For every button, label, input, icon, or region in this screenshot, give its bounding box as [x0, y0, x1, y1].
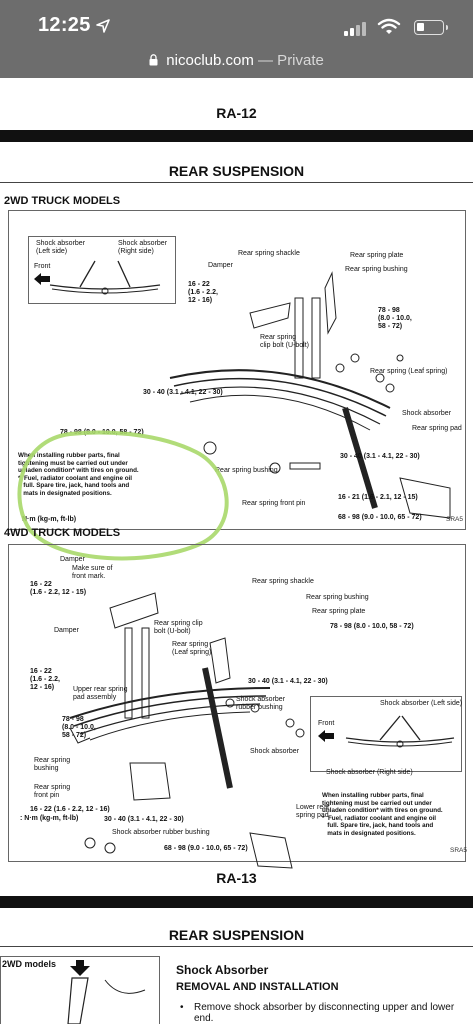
inset-frame-4wd — [310, 696, 462, 772]
label-damper-4wd: Damper — [54, 627, 79, 634]
label-shackle-4wd: Rear spring shackle — [252, 578, 314, 585]
label-rear-spring-bushing-low: Rear spring bushing — [215, 467, 278, 474]
cellular-signal-icon — [344, 22, 366, 36]
address-bar[interactable]: nicoclub.com — Private — [0, 46, 473, 78]
label-leaf-spring-4wd: Rear spring (Leaf spring) — [172, 641, 212, 656]
label-shock-absorber: Shock absorber — [402, 410, 452, 417]
label-rear-spring-plate: Rear spring plate — [350, 252, 404, 259]
title-rule-2 — [0, 946, 473, 947]
label-bushing-4wd: Rear spring bushing — [306, 594, 369, 601]
heading-removal-installation: REMOVAL AND INSTALLATION — [176, 981, 339, 993]
page-divider-bar-2 — [0, 896, 473, 908]
torque-4wd-2: 78 - 98 (8.0 - 10.0, 58 - 72) — [330, 623, 414, 630]
figure-code-2wd: SRA5 — [446, 516, 463, 523]
label-shock-left-4wd: Shock absorber (Left side) — [380, 700, 463, 707]
label-upper-pad: Upper rear spring pad assembly — [73, 686, 128, 701]
private-mode-label: — Private — [258, 52, 324, 69]
diagram-frame-2wd — [8, 210, 466, 530]
label-lower-pad: Lower rear spring pad — [296, 804, 330, 819]
lock-icon — [149, 54, 158, 66]
section-title-2: REAR SUSPENSION — [168, 927, 305, 943]
label-shock-bushing-low: Shock absorber rubber bushing — [112, 829, 210, 836]
section-title: REAR SUSPENSION — [168, 163, 305, 179]
torque-4wd-7: 30 - 40 (3.1 - 4.1, 22 - 30) — [104, 816, 184, 823]
page-number-top: RA-12 — [216, 105, 257, 121]
location-arrow-icon — [96, 19, 110, 33]
label-front-mark: Make sure of front mark. — [72, 565, 113, 580]
front-arrow-icon-4wd — [318, 730, 334, 742]
torque-2wd-3: 30 - 40 (3.1 - 4.1, 22 - 30) — [143, 389, 223, 396]
label-leaf-spring: Rear spring (Leaf spring) — [370, 368, 448, 375]
label-spring-bushing-4wd: Rear spring bushing — [34, 757, 71, 772]
torque-4wd-1: 16 - 22 (1.6 - 2.2, 12 - 15) — [30, 581, 87, 596]
label-plate-4wd: Rear spring plate — [312, 608, 366, 615]
label-rear-spring-pad: Rear spring pad — [412, 425, 462, 432]
label-front-pin-4wd: Rear spring front pin — [34, 784, 71, 799]
torque-2wd-7: 68 - 98 (9.0 - 10.0, 65 - 72) — [338, 514, 422, 521]
torque-4wd-6: 16 - 22 (1.6 - 2.2, 12 - 16) — [30, 806, 110, 813]
label-shock-left: Shock absorber (Left side) — [36, 240, 86, 255]
torque-4wd-4: 30 - 40 (3.1 - 4.1, 22 - 30) — [248, 678, 328, 685]
label-rear-spring-front-pin: Rear spring front pin — [242, 500, 306, 507]
battery-icon — [414, 20, 448, 35]
shock-removal-drawing — [67, 960, 146, 1024]
heading-2wd: 2WD TRUCK MODELS — [4, 195, 121, 207]
torque-4wd-8: 68 - 98 (9.0 - 10.0, 65 - 72) — [164, 845, 248, 852]
title-rule — [0, 182, 473, 183]
heading-4wd: 4WD TRUCK MODELS — [4, 527, 121, 539]
page-divider-bar — [0, 130, 473, 142]
label-shock-4wd: Shock absorber — [250, 748, 300, 755]
manual-page-view: RA-12 REAR SUSPENSION 2WD TRUCK MODELS S… — [0, 78, 473, 1024]
inset-frame-2wd — [28, 236, 176, 304]
label-shock-right: Shock absorber (Right side) — [118, 240, 168, 255]
label-front: Front — [34, 263, 51, 270]
units-legend-4wd: : N·m (kg-m, ft-lb) — [20, 815, 79, 822]
label-shock-bushing-4wd: Shock absorber rubber bushing — [236, 696, 286, 711]
torque-2wd-2: 78 - 98 (8.0 - 10.0, 58 - 72) — [378, 307, 412, 330]
bullet-remove-shock: Remove shock absorber by disconnecting u… — [194, 1002, 455, 1024]
label-clip-bolt: Rear spring clip bolt (U-bolt) — [260, 334, 310, 349]
units-legend-2wd: N·m (kg-m, ft-lb) — [22, 516, 77, 523]
label-clip-bolt-4wd: Rear spring clip bolt (U-bolt) — [154, 620, 203, 635]
label-rear-spring-bushing-top: Rear spring bushing — [345, 266, 408, 273]
inset-suspension-drawing-4wd — [345, 715, 455, 748]
torque-2wd-5: 30 - 40 (3.1 - 4.1, 22 - 30) — [340, 453, 420, 460]
note-rubber-parts-4wd: When installing rubber parts, final tigh… — [322, 792, 443, 837]
diagram-frame-4wd — [8, 544, 466, 862]
note-rubber-parts-2wd: When installing rubber parts, final tigh… — [18, 452, 139, 497]
suspension-drawing-2wd — [169, 271, 451, 519]
wifi-icon — [377, 18, 401, 34]
figure-code-4wd: SRA5 — [450, 847, 467, 854]
label-2wd-models: 2WD models — [2, 959, 57, 969]
bullet-dot: • — [180, 1002, 184, 1013]
highlight-circle-annotation — [17, 430, 229, 561]
torque-2wd-6: 16 - 21 (1.6 - 2.1, 12 - 15) — [338, 494, 418, 501]
label-front-4wd: Front — [318, 720, 335, 727]
diagram-frame-shock — [0, 956, 160, 1024]
heading-shock-absorber: Shock Absorber — [176, 963, 269, 977]
label-shock-right-4wd: Shock absorber (Right side) — [326, 769, 413, 776]
url-domain: nicoclub.com — [166, 52, 254, 69]
torque-4wd-3: 16 - 22 (1.6 - 2.2, 12 - 16) — [30, 668, 60, 691]
status-time: 12:25 — [38, 14, 91, 36]
torque-4wd-5: 78 - 98 (8.0 - 10.0, 58 - 72) — [62, 716, 96, 739]
label-damper: Damper — [208, 262, 233, 269]
label-damper-top-4wd: Damper — [60, 556, 85, 563]
page-number-bottom: RA-13 — [216, 870, 257, 886]
status-bar: 12:25 — [0, 0, 473, 46]
torque-2wd-1: 16 - 22 (1.6 - 2.2, 12 - 16) — [188, 281, 218, 304]
front-arrow-icon — [34, 273, 50, 285]
inset-suspension-drawing — [49, 260, 161, 295]
label-rear-spring-shackle: Rear spring shackle — [238, 250, 300, 257]
suspension-drawing-4wd — [69, 592, 305, 869]
